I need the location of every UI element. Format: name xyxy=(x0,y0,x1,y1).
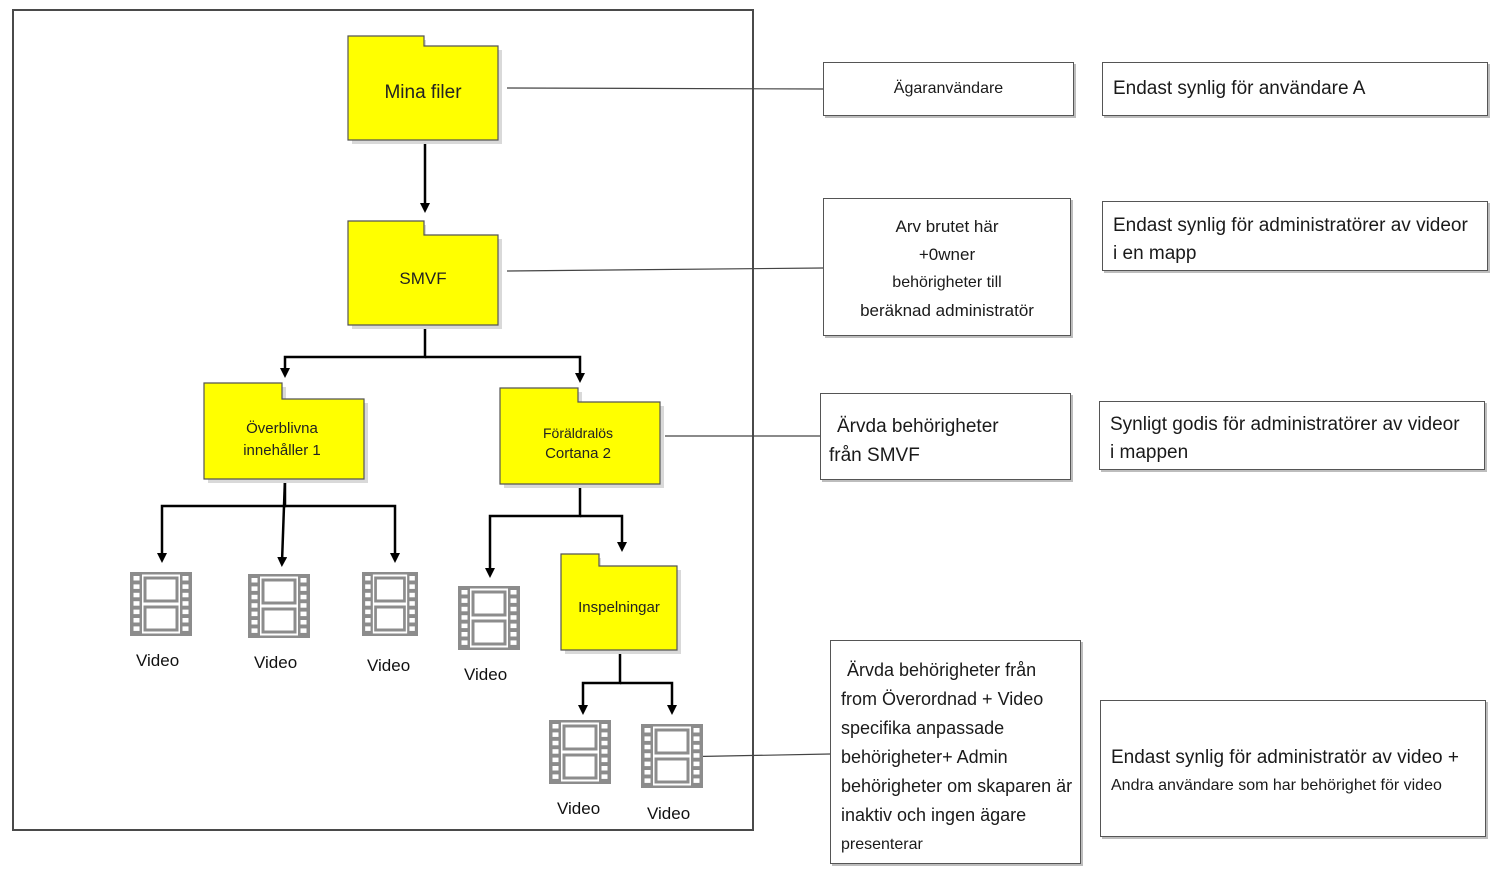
description-line: presenterar xyxy=(841,836,923,853)
folder-icon xyxy=(203,382,368,483)
folder-icon xyxy=(347,35,502,144)
visibility-line: Andra användare som har behörighet för v… xyxy=(1111,777,1442,794)
description-text: Ägaranvändare xyxy=(893,80,1004,97)
description-inherited-smvf: Ärvda behörigheter från SMVF xyxy=(820,393,1071,480)
folder-label: Inspelningar xyxy=(578,599,660,617)
folder-label-line: innehåller 1 xyxy=(243,442,321,459)
film-icon[interactable] xyxy=(457,585,521,651)
folder-label: SMVF xyxy=(399,268,447,288)
description-owner: Ägaranvändare xyxy=(823,62,1074,116)
visibility-text: Endast synlig för användare A xyxy=(1113,78,1366,99)
folder-mina-filer[interactable]: Mina filer xyxy=(347,35,506,144)
description-inheritance-broken: Arv brutet här +0wner behörigheter till … xyxy=(823,198,1071,336)
folder-overblivna[interactable]: Överblivna innehåller 1 xyxy=(203,382,370,483)
visibility-admin-plus-users: Endast synlig för administratör av video… xyxy=(1100,700,1486,837)
folder-label-line: Överblivna xyxy=(246,420,318,438)
video-label: Video xyxy=(367,656,411,675)
folder-label-line: Cortana 2 xyxy=(545,445,611,463)
description-line: behörigheter+ Admin xyxy=(841,747,1008,767)
visibility-line: i en mapp xyxy=(1113,243,1197,264)
description-line: inaktiv och ingen ägare xyxy=(841,805,1027,825)
description-line: Ärvda behörigheter från xyxy=(847,660,1037,680)
folder-icon xyxy=(347,220,502,329)
film-icon[interactable] xyxy=(129,571,193,637)
description-line: behörigheter om skaparen är xyxy=(841,776,1073,796)
description-line: Arv brutet här xyxy=(895,217,999,236)
film-icon[interactable] xyxy=(361,571,419,637)
visibility-user-a: Endast synlig för användare A xyxy=(1102,62,1488,116)
video-label: Video xyxy=(464,665,508,684)
description-line: behörigheter till xyxy=(892,274,1002,291)
description-line: from Överordnad + Video xyxy=(841,689,1044,709)
folder-icon xyxy=(560,553,681,654)
folder-label: Mina filer xyxy=(384,82,462,104)
description-line: beräknad administratör xyxy=(860,301,1034,320)
folder-label: Överblivna innehåller 1 xyxy=(204,403,360,477)
folder-foraldralos[interactable]: Föräldralös Cortana 2 xyxy=(499,387,666,488)
folder-label-line: Föräldralös xyxy=(542,424,614,441)
video-label: Video xyxy=(647,804,691,823)
visibility-line: Synligt godis för administratörer av vid… xyxy=(1110,414,1460,435)
description-inherited-parent: Ärvda behörigheter från from Överordnad … xyxy=(830,640,1081,864)
visibility-admins-folder: Endast synlig för administratörer av vid… xyxy=(1102,201,1488,271)
visibility-line: Endast synlig för administratörer av vid… xyxy=(1113,215,1468,236)
description-line: +0wner xyxy=(918,245,976,264)
folder-smvf[interactable]: SMVF xyxy=(347,220,506,329)
visibility-line: i mappen xyxy=(1110,442,1189,463)
diagram-frame xyxy=(12,9,754,831)
folder-label: Föräldralös Cortana 2 xyxy=(500,406,656,482)
film-icon[interactable] xyxy=(548,719,612,785)
film-icon[interactable] xyxy=(640,723,704,789)
description-line: specifika anpassade xyxy=(841,718,1005,738)
description-line: Ärvda behörigheter xyxy=(837,416,999,437)
video-label: Video xyxy=(557,799,601,818)
visibility-admins-in-folder: Synligt godis för administratörer av vid… xyxy=(1099,401,1485,470)
description-line: från SMVF xyxy=(829,445,920,466)
visibility-line: Endast synlig för administratör av video… xyxy=(1111,747,1459,768)
video-label: Video xyxy=(254,653,298,672)
folder-inspelningar[interactable]: Inspelningar xyxy=(560,553,683,654)
film-icon[interactable] xyxy=(247,573,311,639)
video-label: Video xyxy=(136,651,180,670)
folder-icon xyxy=(499,387,664,488)
